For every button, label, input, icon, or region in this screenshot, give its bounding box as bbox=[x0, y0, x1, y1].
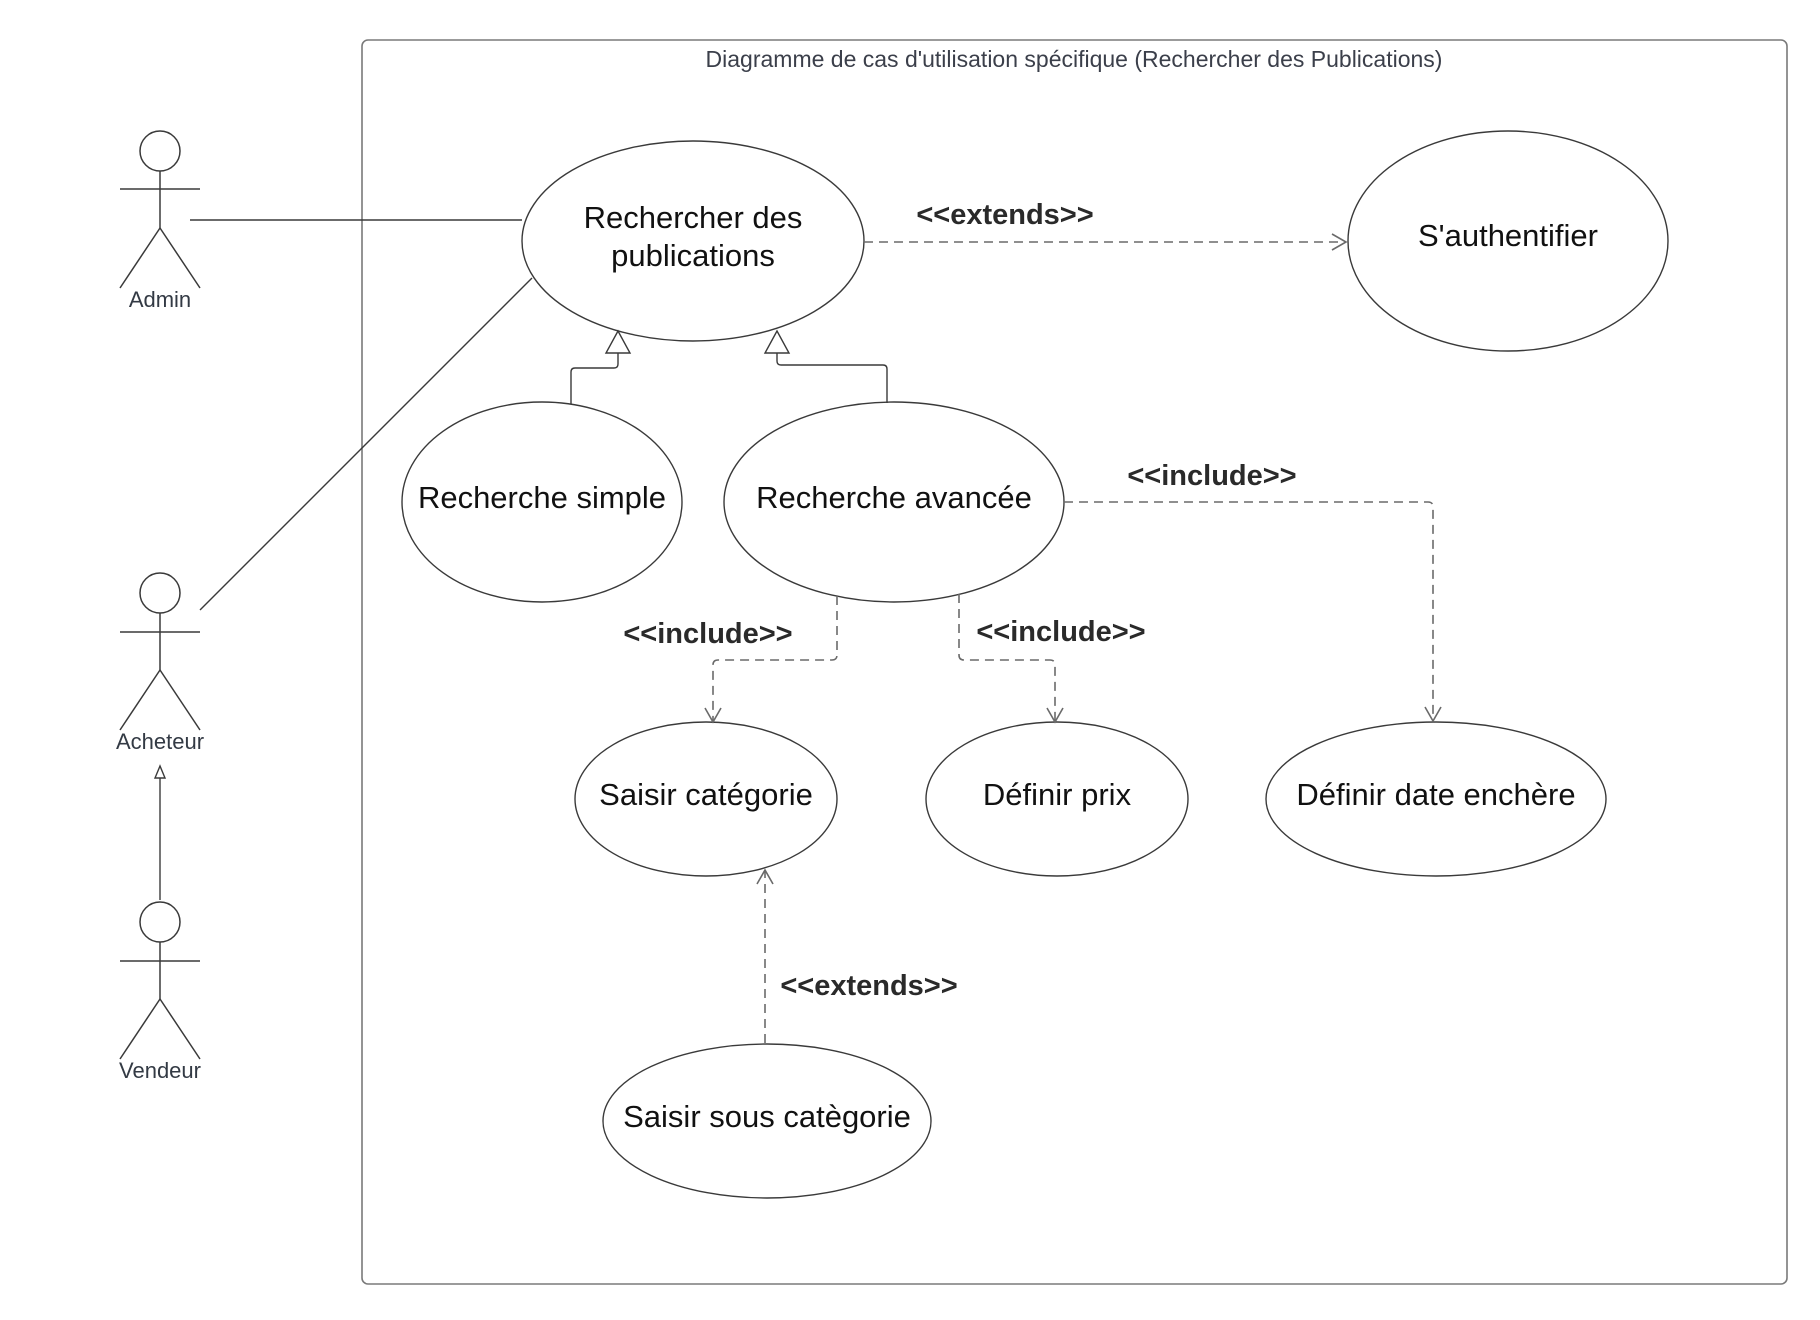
use-case-definir-date-label: Définir date enchère bbox=[1296, 777, 1575, 812]
association-acheteur-rechercher bbox=[199, 277, 533, 611]
stereotype-include-date: <<include>> bbox=[1127, 460, 1296, 492]
use-case-definir-prix-label: Définir prix bbox=[983, 777, 1132, 812]
generalization-simple-rechercher bbox=[570, 329, 632, 404]
use-case-saisir-sous-categorie[interactable]: Saisir sous catègorie bbox=[602, 1043, 932, 1199]
system-boundary bbox=[361, 39, 1788, 1285]
use-case-recherche-avancee-label: Recherche avancée bbox=[756, 480, 1032, 515]
actor-admin[interactable]: Admin bbox=[119, 130, 201, 312]
stereotype-extends-sous-categorie: <<extends>> bbox=[780, 970, 957, 1002]
include-avancee-prix bbox=[958, 594, 1064, 724]
generalization-avancee-rechercher bbox=[763, 329, 888, 403]
use-case-saisir-categorie-label: Saisir catégorie bbox=[599, 777, 813, 812]
extends-rechercher-authentifier bbox=[864, 233, 1348, 251]
actor-admin-label: Admin bbox=[129, 287, 191, 312]
system-title: Diagramme de cas d'utilisation spécifiqu… bbox=[706, 46, 1443, 72]
actor-vendeur[interactable]: Vendeur bbox=[119, 901, 201, 1083]
actor-acheteur[interactable]: Acheteur bbox=[116, 572, 204, 754]
include-avancee-date bbox=[1064, 501, 1442, 723]
use-case-rechercher-publications[interactable]: Rechercher des publications bbox=[521, 140, 865, 342]
actor-acheteur-label: Acheteur bbox=[116, 729, 204, 754]
use-case-definir-prix[interactable]: Définir prix bbox=[925, 721, 1189, 877]
use-case-authentifier-label: S'authentifier bbox=[1418, 218, 1598, 253]
stereotype-include-prix: <<include>> bbox=[976, 616, 1145, 648]
use-case-saisir-sous-categorie-label: Saisir sous catègorie bbox=[623, 1099, 911, 1134]
use-case-recherche-simple-label: Recherche simple bbox=[418, 480, 666, 515]
include-avancee-categorie bbox=[704, 596, 838, 724]
use-case-recherche-avancee[interactable]: Recherche avancée bbox=[723, 401, 1065, 603]
use-case-saisir-categorie[interactable]: Saisir catégorie bbox=[574, 721, 838, 877]
use-case-rechercher-line2: publications bbox=[611, 238, 775, 273]
stereotype-extends-authentifier: <<extends>> bbox=[916, 199, 1093, 231]
stereotype-include-categorie: <<include>> bbox=[623, 618, 792, 650]
actor-vendeur-label: Vendeur bbox=[119, 1058, 201, 1083]
extends-sous-categorie-categorie bbox=[756, 868, 774, 1043]
use-case-definir-date-enchere[interactable]: Définir date enchère bbox=[1265, 721, 1607, 877]
use-case-authentifier[interactable]: S'authentifier bbox=[1347, 130, 1669, 352]
use-case-rechercher-line1: Rechercher des bbox=[584, 200, 803, 235]
generalization-vendeur-acheteur bbox=[153, 764, 167, 900]
use-case-recherche-simple[interactable]: Recherche simple bbox=[401, 401, 683, 603]
